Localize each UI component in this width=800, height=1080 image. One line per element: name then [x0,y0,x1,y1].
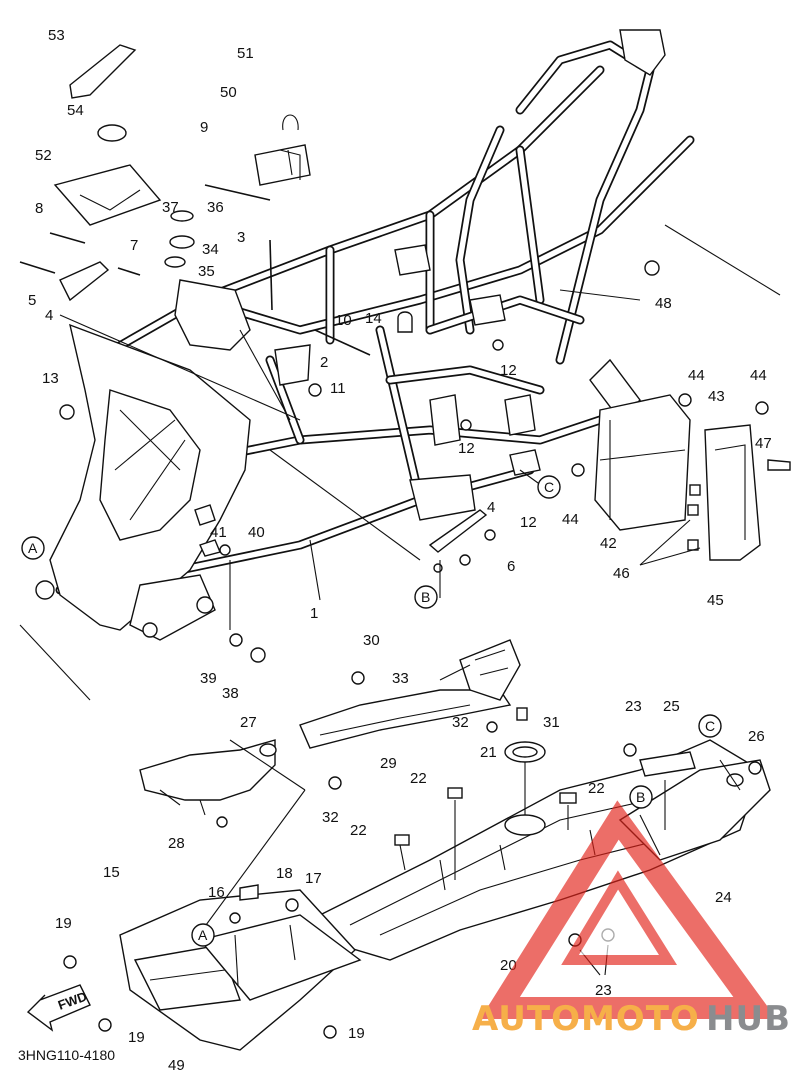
ref-a-upper: A [28,540,38,556]
callout-19c: 19 [348,1025,365,1042]
ref-a-lower: A [198,927,208,943]
callout-32a: 32 [452,714,469,731]
callout-44a: 44 [688,367,705,384]
callout-22c: 22 [350,822,367,839]
callout-50: 50 [220,84,237,101]
callout-10: 10 [335,312,352,329]
callout-3: 3 [237,229,245,246]
ref-c-lower: C [705,718,715,734]
callout-4a: 4 [45,307,53,324]
callout-54: 54 [67,102,84,119]
callout-51: 51 [237,45,254,62]
callout-49: 49 [168,1057,185,1074]
callout-45: 45 [707,592,724,609]
callout-7: 7 [130,237,138,254]
callout-25: 25 [663,698,680,715]
callout-11: 11 [330,380,346,397]
loose-parts [19,44,504,663]
callout-46: 46 [613,565,630,582]
callout-19b: 19 [128,1029,145,1046]
callout-26: 26 [748,728,765,745]
callout-33: 33 [392,670,409,687]
ref-b-lower: B [636,789,645,805]
callout-17: 17 [305,870,322,887]
watermark-text-automoto: AUTOMOTO [472,999,700,1039]
callout-27: 27 [240,714,257,731]
callout-31: 31 [543,714,560,731]
watermark-text-hub: HUB [706,999,791,1039]
callout-42: 42 [600,535,617,552]
callout-5: 5 [28,292,36,309]
callout-24: 24 [715,889,732,906]
callout-39: 39 [200,670,217,687]
callout-53: 53 [48,27,65,44]
callout-numbers: 53 54 52 51 50 9 8 37 36 7 3 34 35 5 4 1… [28,27,772,1074]
callout-12c: 12 [520,514,537,531]
automotohub-watermark: AUTOMOTO HUB [472,800,791,1039]
leader-lines [19,224,781,701]
fwd-arrow-icon: FWD [26,984,91,1032]
callout-2: 2 [320,354,328,371]
callout-30: 30 [363,632,380,649]
callout-52: 52 [35,147,52,164]
callout-41: 41 [210,524,227,541]
callout-12b: 12 [458,440,475,457]
callout-47: 47 [755,435,772,452]
callout-48: 48 [655,295,672,312]
callout-13: 13 [42,370,59,387]
callout-22b: 22 [588,780,605,797]
callout-44c: 44 [562,511,579,528]
callout-19a: 19 [55,915,72,932]
callout-36: 36 [207,199,224,216]
callout-35: 35 [198,263,215,280]
callout-23a: 23 [625,698,642,715]
reference-markers: A B C A B C [21,475,722,947]
callout-6: 6 [507,558,515,575]
callout-43: 43 [708,388,725,405]
callout-44b: 44 [750,367,767,384]
callout-21: 21 [480,744,497,761]
callout-38: 38 [222,685,239,702]
callout-1: 1 [310,605,318,622]
callout-32b: 32 [322,809,339,826]
callout-37: 37 [162,199,179,216]
callout-34: 34 [202,241,219,258]
callout-15: 15 [103,864,120,881]
callout-9: 9 [200,119,208,136]
callout-29: 29 [380,755,397,772]
callout-23b: 23 [595,982,612,999]
callout-12a: 12 [500,362,517,379]
battery-box-assembly [571,260,791,561]
callout-22a: 22 [410,770,427,787]
callout-28: 28 [168,835,185,852]
callout-14: 14 [365,310,382,327]
figure-code: 3HNG110-4180 [18,1047,115,1063]
ref-b-upper: B [421,589,430,605]
watermark-triangle-icon [480,800,777,1019]
ref-c-upper: C [544,479,554,495]
callout-18: 18 [276,865,293,882]
callout-4b: 4 [487,499,495,516]
callout-16: 16 [208,884,225,901]
frame-assembly [35,29,695,641]
callout-40: 40 [248,524,265,541]
callout-8: 8 [35,200,43,217]
